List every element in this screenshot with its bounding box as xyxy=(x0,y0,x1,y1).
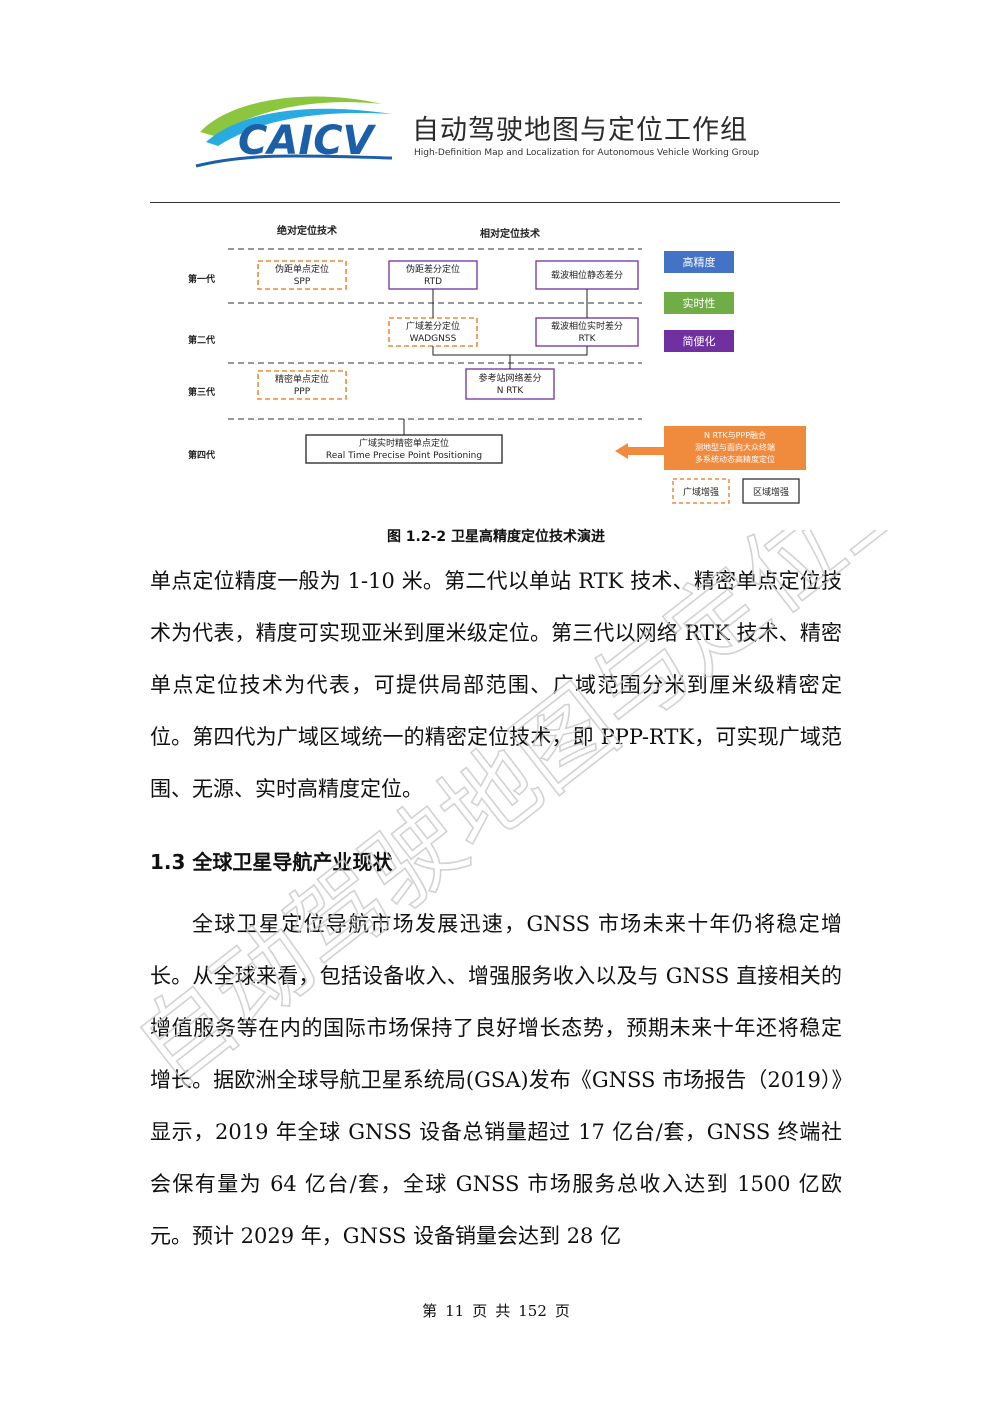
rtk-abbr: RTK xyxy=(579,334,597,344)
legend-rt-label: 实时性 xyxy=(683,296,716,310)
gen2-label: 第二代 xyxy=(188,334,215,346)
wadgnss-abbr: WADGNSS xyxy=(410,334,457,344)
paragraph-1: 单点定位精度一般为 1-10 米。第二代以单站 RTK 技术、精密单点定位技术为… xyxy=(150,569,842,801)
wadgnss-label: 广域差分定位 xyxy=(406,320,460,332)
caicv-logo: CAICV xyxy=(195,96,393,168)
ppp-abbr: PPP xyxy=(294,387,311,397)
ppp-box xyxy=(257,370,347,400)
nrtk-abbr: N RTK xyxy=(497,386,525,396)
col-relative-label: 相对定位技术 xyxy=(480,227,540,240)
footer-di: 第 xyxy=(422,1302,438,1320)
legend-high-label: 高精度 xyxy=(683,255,716,269)
wide-area-label: 广域增强 xyxy=(683,486,719,498)
footer-ye: 页 xyxy=(472,1302,488,1320)
rtk-label: 载波相位实时差分 xyxy=(551,320,623,332)
fusion-line2: 测地型与面向大众终端 xyxy=(695,442,775,452)
spp-box xyxy=(257,260,347,290)
gen4-label: 第四代 xyxy=(188,449,215,461)
footer-ye2: 页 xyxy=(554,1302,570,1320)
wide-area-box xyxy=(672,478,730,504)
gen1-label: 第一代 xyxy=(188,273,215,285)
rtd-abbr: RTD xyxy=(424,277,442,287)
rtd-box xyxy=(388,260,478,290)
nrtk-label: 参考站网络差分 xyxy=(478,372,541,384)
fusion-box xyxy=(664,426,806,470)
org-name-cn: 自动驾驶地图与定位工作组 xyxy=(412,115,748,146)
gen3-label: 第三代 xyxy=(188,386,215,398)
total-pages: 152 xyxy=(518,1302,547,1320)
rtppp-label: 广域实时精密单点定位 xyxy=(359,437,449,449)
connector xyxy=(510,346,588,356)
rtd-label: 伪距差分定位 xyxy=(406,263,460,275)
section-title: 1.3 全球卫星导航产业现状 xyxy=(150,850,393,874)
region-area-box xyxy=(742,478,800,504)
positioning-evolution-diagram: 绝对定位技术 相对定位技术 第一代 第二代 第三代 第四代 伪距单点定位 SPP… xyxy=(188,224,806,504)
spp-abbr: SPP xyxy=(294,277,311,287)
header-divider xyxy=(150,202,840,203)
ppp-label: 精密单点定位 xyxy=(275,373,329,385)
legend-easy-label: 简便化 xyxy=(683,334,716,348)
region-area-label: 区域增强 xyxy=(753,486,789,498)
logo-text: CAICV xyxy=(238,118,377,164)
connector xyxy=(432,346,511,369)
legend-simplified xyxy=(664,330,734,352)
org-name-en: High-Definition Map and Localization for… xyxy=(414,148,760,158)
fusion-line1: N RTK与PPP融合 xyxy=(704,430,766,440)
legend-realtime xyxy=(664,292,734,314)
fusion-line3: 多系统动态高精度定位 xyxy=(695,454,775,464)
footer-gong: 共 xyxy=(495,1302,511,1320)
rtppp-abbr: Real Time Precise Point Positioning xyxy=(326,451,482,461)
paragraph-2: 全球卫星定位导航市场发展迅速，GNSS 市场未来十年仍将稳定增长。从全球来看，包… xyxy=(150,912,842,1248)
rtppp-box xyxy=(305,434,503,464)
carrier-static-label: 载波相位静态差分 xyxy=(551,269,623,281)
col-absolute-label: 绝对定位技术 xyxy=(277,224,337,237)
spp-label: 伪距单点定位 xyxy=(275,263,329,275)
legend-high-precision xyxy=(664,251,734,273)
page-header: CAICV 自动驾驶地图与定位工作组 High-Definition Map a… xyxy=(150,88,840,178)
page-number: 11 xyxy=(445,1302,465,1320)
left-arrow-icon xyxy=(615,443,664,459)
figure-caption: 图 1.2-2 卫星高精度定位技术演进 xyxy=(386,529,606,545)
